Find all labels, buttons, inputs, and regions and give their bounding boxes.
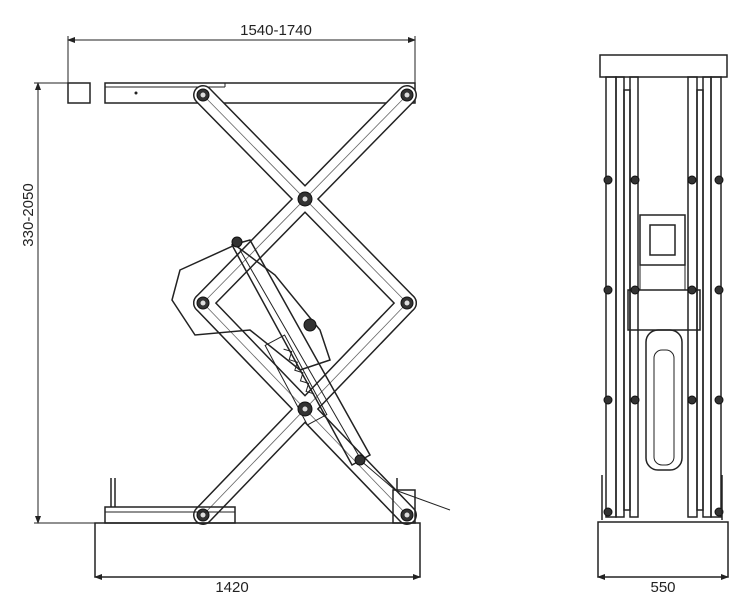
scissor-arms [193, 85, 417, 525]
platform-length-label: 1540-1740 [240, 22, 312, 39]
side-view: 1540-1740 330-2050 [20, 22, 451, 596]
lift-height-label: 330-2050 [20, 183, 37, 246]
front-pins [603, 175, 724, 517]
front-cylinder [627, 214, 701, 471]
base: 1420 [94, 478, 421, 596]
lift-height-dimension: 330-2050 [20, 82, 95, 524]
hydraulic-cylinder [171, 236, 451, 511]
front-base: 550 [597, 475, 729, 596]
width-label: 550 [650, 579, 675, 596]
pivot-pins [196, 88, 414, 522]
platform-length-dimension: 1540-1740 [67, 22, 416, 83]
front-platform [599, 54, 728, 78]
front-view: 550 [597, 54, 729, 596]
front-columns [605, 76, 722, 518]
platform [67, 82, 416, 104]
base-length-label: 1420 [215, 579, 248, 596]
